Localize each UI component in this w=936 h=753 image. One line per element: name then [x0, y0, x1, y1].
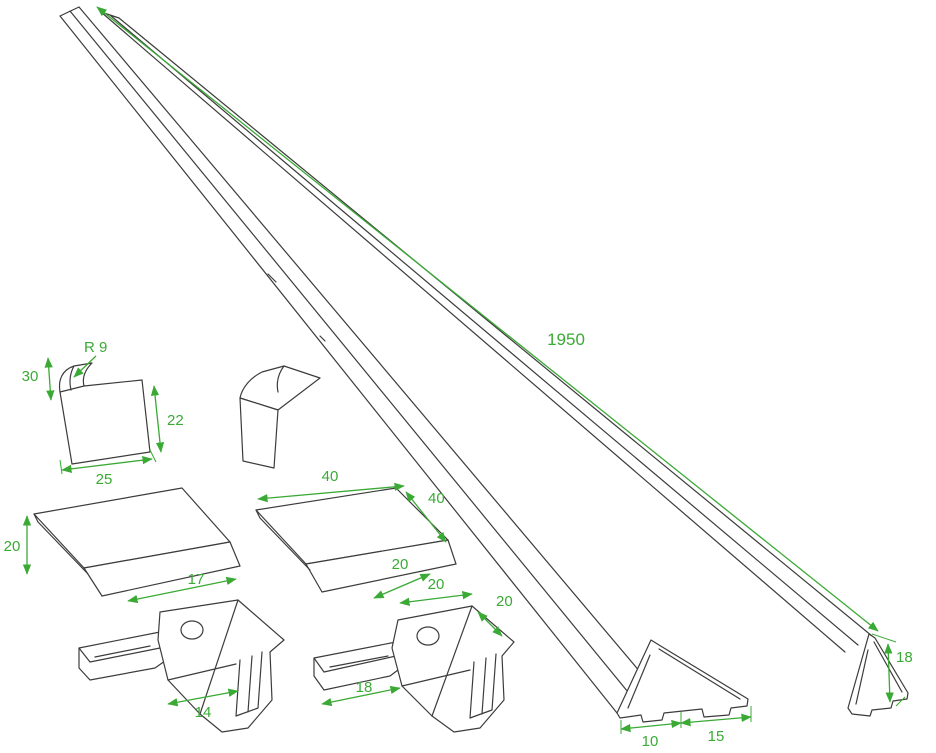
connector-left-body [157, 599, 285, 733]
dim-line-section-base-outer [680, 713, 752, 727]
dim-line-1950 [96, 6, 879, 632]
dim-label-bracket-right-flange: 20 [392, 556, 409, 573]
rail-left-edges [59, 6, 658, 714]
end-cap-right-front [239, 397, 279, 469]
dim-line-connector-left-width [167, 688, 239, 707]
dim-label-bracket-right-width: 40 [322, 468, 339, 485]
angle-bracket-left-thickness [33, 513, 89, 575]
dim-label-connector-mid-side: 20 [496, 593, 513, 610]
dim-label-connector-left-width: 14 [195, 704, 212, 721]
cross-section-left-outline [616, 639, 749, 723]
cross-section-left-inner-edge [627, 648, 741, 709]
dim-label-cap-depth: 22 [167, 412, 184, 429]
connector-mid-body [391, 605, 515, 733]
rail-left-surface-mark [267, 273, 326, 342]
dim-line-bracket-right-depth [405, 491, 447, 543]
dim-label-section-base-outer: 15 [708, 728, 725, 745]
dim-ext-section-right [871, 633, 906, 707]
dim-line-connector-mid-top [399, 591, 473, 606]
dim-label-connector-mid-top: 20 [428, 576, 445, 593]
connector-left-fork-slots [235, 651, 263, 717]
dim-line-bracket-left-width [127, 576, 237, 604]
end-cap-left-outline [58, 362, 151, 465]
dim-line-cap-depth [150, 385, 165, 453]
dim-label-cap-radius: R 9 [84, 339, 107, 356]
dim-line-section-height [884, 643, 894, 703]
dim-label-section-base-inner: 10 [642, 733, 659, 750]
dim-label-cap-width: 25 [96, 471, 113, 488]
rail-left [59, 6, 658, 714]
corner-connector-left [78, 599, 285, 733]
dim-leader-cap-radius [73, 355, 97, 378]
cross-section-left [616, 639, 749, 723]
dim-label-bracket-left-width: 17 [188, 571, 205, 588]
angle-bracket-left [33, 487, 241, 597]
end-cap-left-inner-lines [59, 365, 85, 393]
dim-label-section-height: 18 [896, 649, 913, 666]
dim-line-connector-mid-width [321, 685, 401, 707]
dim-line-connector-mid-side [477, 611, 503, 637]
dim-label-rail-length: 1950 [547, 330, 585, 349]
connector-mid-tenon-lines [313, 655, 397, 673]
dim-line-section-base-inner [620, 719, 682, 733]
end-cap-right [239, 365, 321, 469]
connector-left-tenon-lines [78, 645, 161, 663]
dim-line-cap-width [61, 456, 153, 473]
dim-label-bracket-left-height: 20 [4, 538, 21, 555]
dim-line-bracket-right-flange [373, 573, 431, 599]
corner-connector-middle [313, 605, 515, 733]
dim-line-cap-height [44, 357, 55, 401]
dimensions: 1950 30 R 9 22 25 20 17 40 40 20 14 [4, 6, 913, 750]
dim-label-connector-mid-width: 18 [356, 679, 373, 696]
dim-label-bracket-right-depth: 40 [428, 490, 445, 507]
dim-line-bracket-right-width [257, 482, 405, 503]
dim-label-cap-height: 30 [22, 368, 39, 385]
end-cap-left [58, 362, 151, 465]
connector-mid-fork-slots [469, 653, 497, 719]
